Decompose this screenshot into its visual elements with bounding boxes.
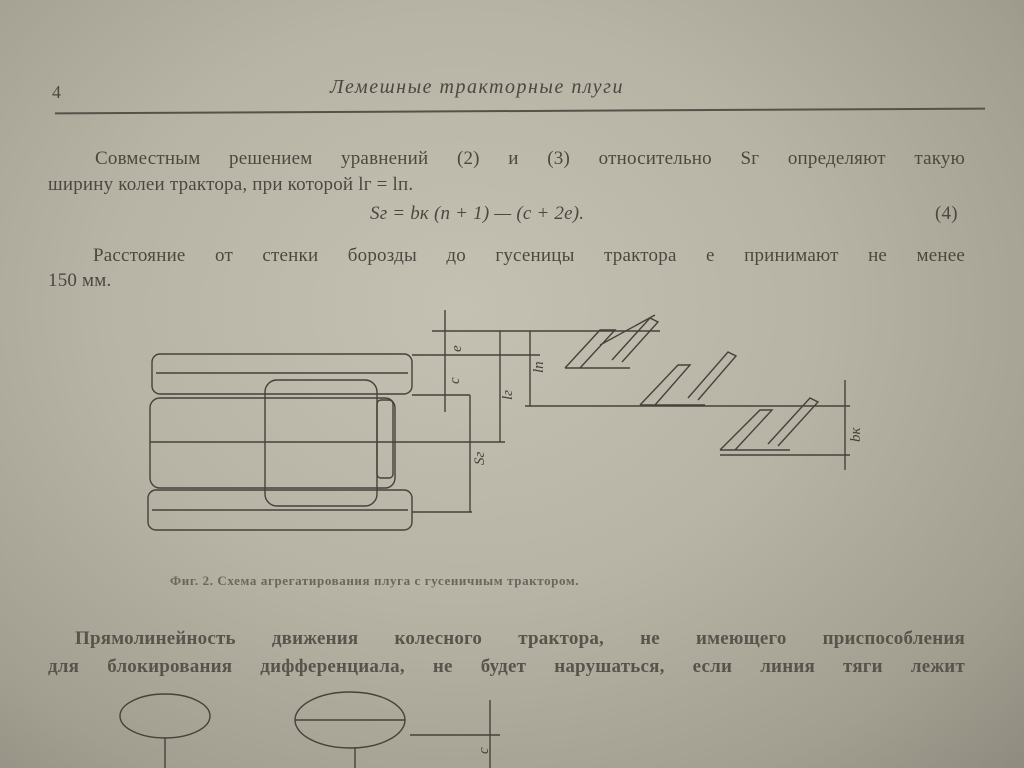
top-track xyxy=(151,353,413,395)
bottom-track xyxy=(147,489,413,531)
paragraph-3-line-1: Прямолинейность движения колесного тракт… xyxy=(75,628,965,649)
label-sg: Sг xyxy=(472,452,488,466)
formula: Sг = bк (n + 1) — (c + 2e). xyxy=(370,203,585,224)
plow-body-1 xyxy=(564,314,660,369)
label-ln: lп xyxy=(531,361,547,373)
label-e: e xyxy=(449,345,465,352)
paragraph-3-line-2: для блокирования дифференциала, не будет… xyxy=(48,656,965,677)
paragraph-1-line-2: ширину колеи трактора, при которой lг = … xyxy=(48,174,414,195)
figure-caption: Фиг. 2. Схема агрегатирования плуга с гу… xyxy=(170,573,580,588)
plow-body-2 xyxy=(639,351,738,406)
bottom-figure-wheels xyxy=(119,691,500,768)
label-c: c xyxy=(447,377,463,384)
paragraph-2-line-1: Расстояние от стенки борозды до гусеницы… xyxy=(93,245,965,266)
bottom-label-c: c xyxy=(476,747,492,754)
dimension-lines xyxy=(150,310,850,513)
paragraph-2-line-2: 150 мм. xyxy=(48,270,112,291)
tractor-body xyxy=(149,379,396,507)
plow-body-3 xyxy=(719,397,820,451)
label-bk: bк xyxy=(848,427,864,443)
formula-number: (4) xyxy=(935,203,958,224)
paragraph-1-line-1: Совместным решением уравнений (2) и (3) … xyxy=(95,148,965,169)
running-title: Лемешные тракторные плуги xyxy=(330,76,624,98)
page-number: 4 xyxy=(52,82,62,102)
label-lg: lг xyxy=(500,390,516,400)
